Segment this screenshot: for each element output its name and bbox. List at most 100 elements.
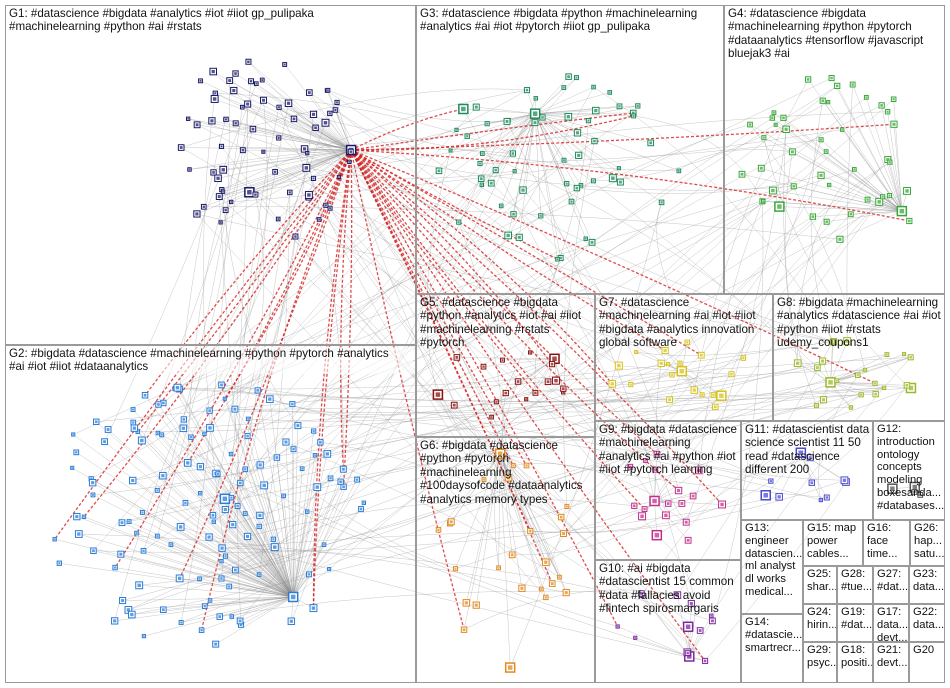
node-avatar xyxy=(161,474,165,478)
edge xyxy=(476,453,501,606)
node-avatar xyxy=(850,406,852,409)
node-avatar xyxy=(182,418,186,421)
edge-highlight xyxy=(350,149,706,662)
node-avatar xyxy=(339,480,342,484)
edge xyxy=(534,113,567,184)
node-avatar xyxy=(103,440,107,444)
node-avatar xyxy=(457,221,460,224)
node-avatar xyxy=(294,235,297,238)
node-avatar xyxy=(220,546,224,550)
node-avatar xyxy=(268,397,272,401)
edge xyxy=(219,120,509,197)
edge xyxy=(218,149,352,179)
node-avatar xyxy=(562,532,566,536)
group-g12-label: G12: introduction ontology concepts mode… xyxy=(877,423,945,512)
edge xyxy=(131,596,294,615)
edge xyxy=(329,207,666,351)
node-avatar xyxy=(618,167,620,169)
node-avatar xyxy=(517,235,521,239)
edge xyxy=(128,596,294,611)
node-avatar xyxy=(132,421,135,424)
edge xyxy=(534,257,561,393)
node-avatar xyxy=(349,150,352,153)
node-avatar xyxy=(701,393,704,396)
edge xyxy=(506,121,692,604)
node-avatar xyxy=(220,145,223,148)
node-avatar xyxy=(143,635,145,637)
node-avatar xyxy=(830,76,833,80)
node-avatar xyxy=(640,514,644,518)
node-avatar xyxy=(697,468,701,473)
node-avatar xyxy=(92,493,94,496)
node-avatar xyxy=(466,135,469,138)
edge xyxy=(820,175,902,212)
edge xyxy=(852,84,903,212)
node-avatar xyxy=(212,171,215,174)
node-avatar xyxy=(784,127,788,131)
edge xyxy=(219,196,241,484)
edge xyxy=(215,596,294,645)
edge xyxy=(772,190,902,212)
edge xyxy=(234,409,456,569)
node-avatar xyxy=(181,426,185,430)
node-avatar xyxy=(314,126,317,130)
node-avatar xyxy=(291,402,294,406)
edge xyxy=(694,79,809,391)
edge xyxy=(636,341,833,356)
node-avatar xyxy=(175,385,180,390)
edge xyxy=(183,167,619,420)
node-avatar xyxy=(238,481,242,485)
edge xyxy=(199,578,294,598)
edge xyxy=(258,192,291,575)
node-avatar xyxy=(132,426,136,430)
node-avatar xyxy=(479,177,483,181)
edge xyxy=(183,428,294,598)
node-avatar xyxy=(905,383,909,387)
node-avatar xyxy=(483,478,485,481)
node-avatar xyxy=(220,383,223,387)
node-avatar xyxy=(238,619,242,623)
edge xyxy=(499,453,513,555)
node-avatar xyxy=(567,75,570,79)
node-avatar xyxy=(301,467,304,470)
node-avatar xyxy=(644,459,647,462)
group-g10: G10: #ai #bigdata #datascientist 15 comm… xyxy=(595,560,741,683)
edge xyxy=(222,547,713,622)
edge xyxy=(500,453,564,534)
edge xyxy=(612,124,751,179)
node-avatar xyxy=(255,82,258,85)
edge xyxy=(93,496,780,553)
node-avatar xyxy=(247,418,250,420)
node-avatar xyxy=(610,382,614,386)
edge xyxy=(830,353,905,383)
node-avatar xyxy=(359,507,363,511)
node-avatar xyxy=(455,129,458,131)
edge xyxy=(157,81,252,537)
group-g19-label: G19: #dat... xyxy=(841,606,873,631)
edge xyxy=(555,97,867,381)
group-g15: G15: map power cables... xyxy=(803,520,863,566)
edge xyxy=(278,107,679,172)
node-avatar xyxy=(272,538,275,541)
edge xyxy=(328,216,813,570)
node-avatar xyxy=(224,555,227,558)
edge xyxy=(235,73,352,151)
node-avatar xyxy=(559,515,563,519)
group-g21-label: G21: devt... xyxy=(877,644,908,669)
edge xyxy=(157,106,477,434)
node-avatar xyxy=(687,654,692,659)
node-avatar xyxy=(363,501,365,504)
node-avatar xyxy=(816,366,819,370)
node-avatar xyxy=(905,189,909,193)
node-avatar xyxy=(851,83,854,86)
edge xyxy=(641,394,862,597)
node-avatar xyxy=(525,398,527,400)
edge xyxy=(257,390,294,598)
node-avatar xyxy=(618,105,621,108)
edge xyxy=(654,196,883,502)
node-avatar xyxy=(860,393,863,396)
edge xyxy=(132,480,294,598)
node-avatar xyxy=(552,356,557,362)
edge xyxy=(224,180,594,499)
edge xyxy=(76,516,294,598)
